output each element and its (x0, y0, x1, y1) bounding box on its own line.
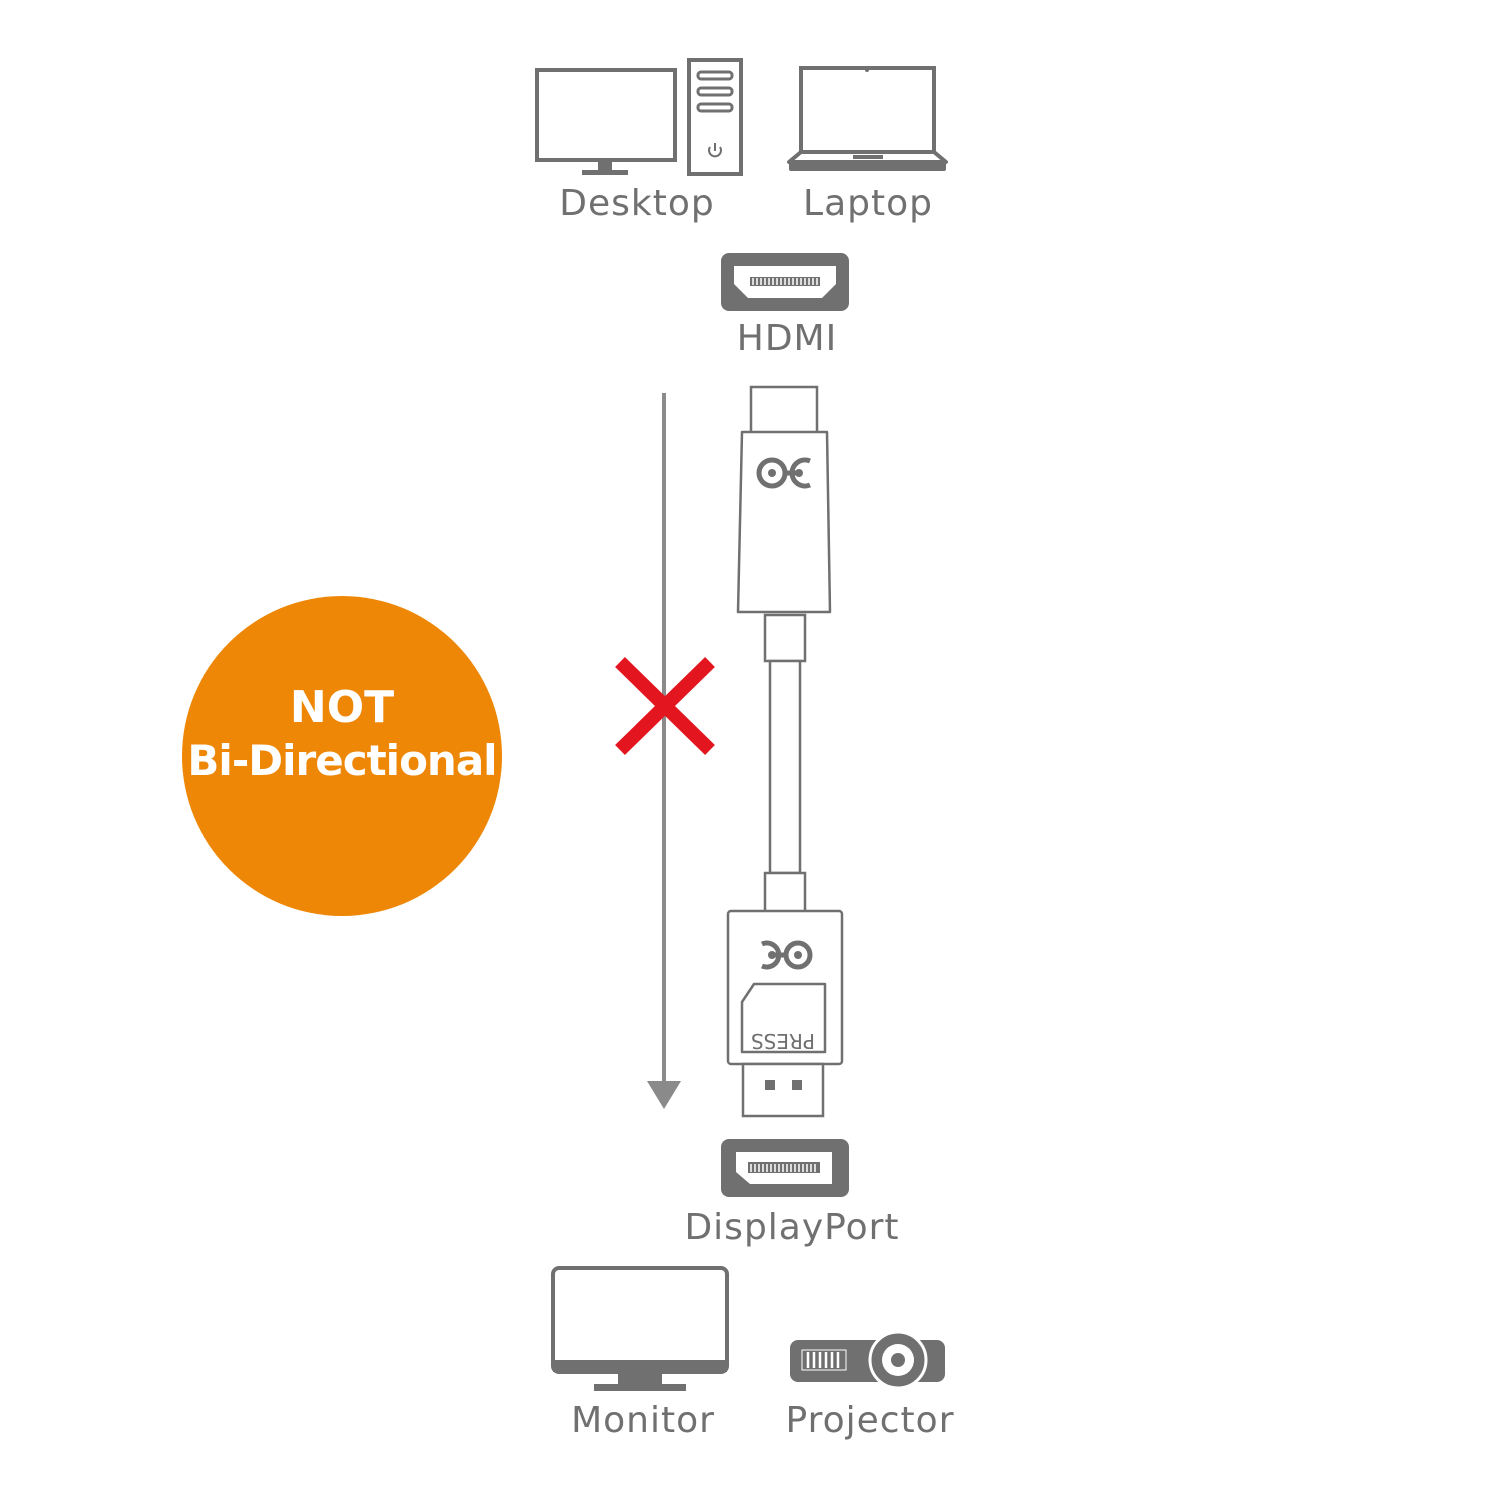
hdmi-plug-icon (736, 385, 832, 663)
badge-line-1: NOT (289, 682, 395, 733)
hdmi-port-icon (721, 253, 849, 311)
down-arrow-icon (647, 393, 681, 1109)
laptop-label: Laptop (803, 183, 933, 224)
adapter-cable: PRESS (726, 385, 844, 1118)
not-bidirectional-badge: NOT Bi-Directional (182, 596, 502, 916)
monitor-icon (551, 1266, 729, 1391)
monitor-label: Monitor (571, 1400, 715, 1441)
hdmi-label: HDMI (736, 318, 838, 359)
displayport-port-icon (721, 1139, 849, 1197)
press-label: PRESS (751, 1029, 815, 1053)
displayport-label: DisplayPort (684, 1207, 900, 1248)
projector-label: Projector (785, 1400, 955, 1441)
displayport-plug-icon (726, 871, 844, 1118)
red-x-icon (615, 656, 715, 756)
desktop-computer-icon (535, 58, 743, 176)
brand-logo-icon-bottom (761, 940, 813, 970)
projector-icon (790, 1330, 945, 1390)
brand-logo-icon (756, 457, 811, 489)
desktop-label: Desktop (559, 183, 715, 224)
badge-line-2: Bi-Directional (187, 736, 497, 785)
laptop-icon (787, 66, 948, 171)
